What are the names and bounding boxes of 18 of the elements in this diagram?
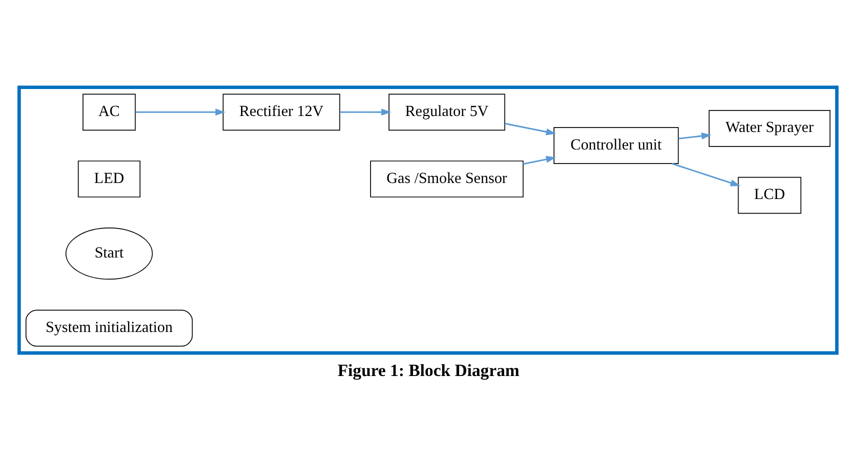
node-box: Controller unit xyxy=(554,127,679,164)
node-box: LED xyxy=(78,160,140,198)
node-box: System initialization xyxy=(26,310,193,347)
cluster xyxy=(17,86,839,355)
arrow xyxy=(340,108,392,116)
node-box: Gas /Smoke Sensor xyxy=(370,160,524,198)
arrow xyxy=(678,132,712,140)
node-box: Regulator 5V xyxy=(388,94,506,131)
node-box: AC xyxy=(82,94,136,131)
arrow xyxy=(504,122,556,136)
node-box: LCD xyxy=(738,176,802,214)
arrow xyxy=(672,162,740,186)
caption: Figure 1: Block Diagram xyxy=(338,361,520,380)
node-box: Water Sprayer xyxy=(708,110,830,147)
arrow xyxy=(136,108,226,116)
arrow xyxy=(523,156,556,165)
node-ellipse: Start xyxy=(66,228,153,280)
node-box: Rectifier 12V xyxy=(222,94,340,131)
